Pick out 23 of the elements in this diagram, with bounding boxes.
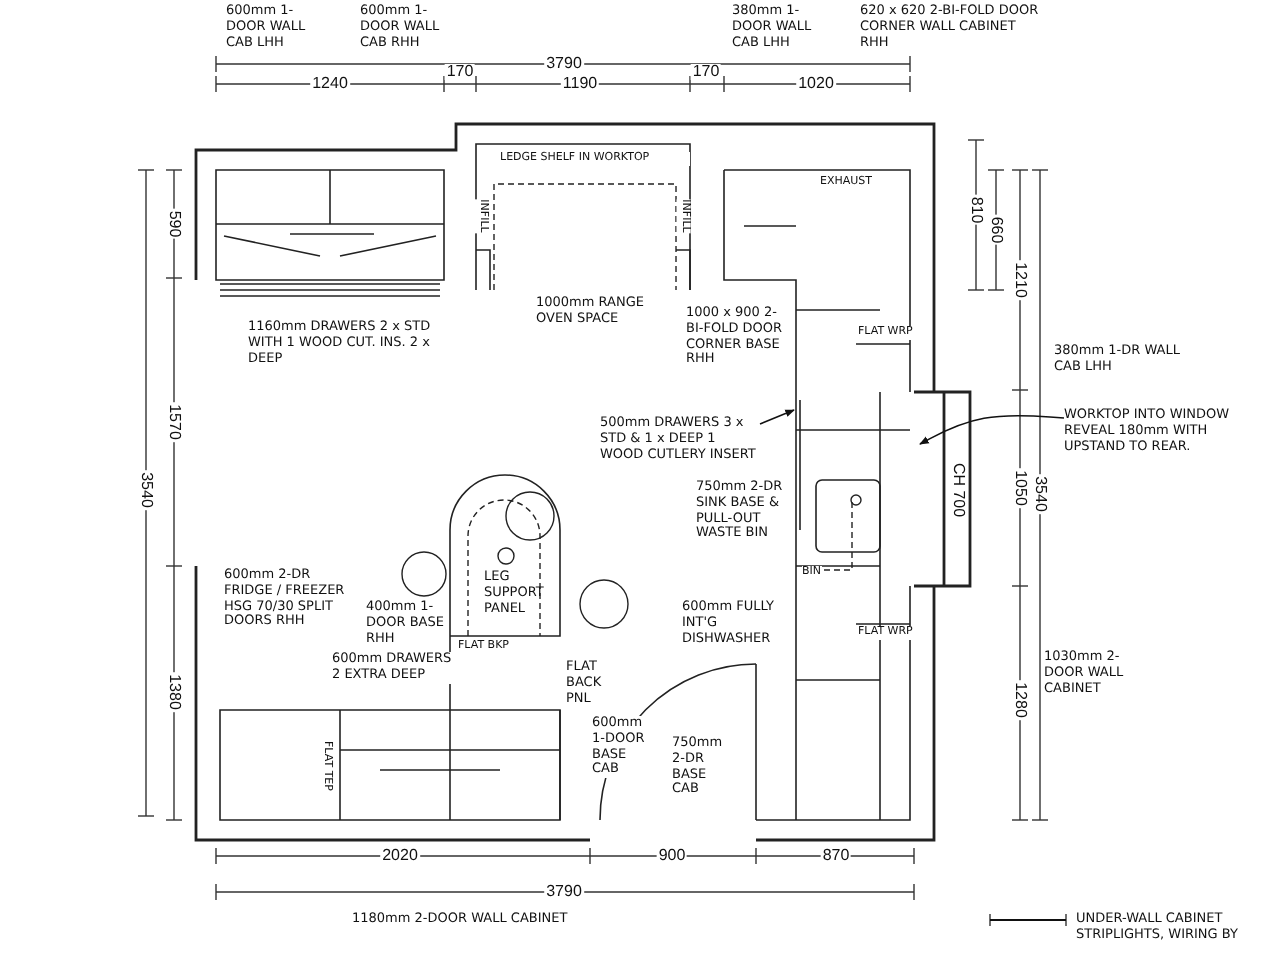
dimension-label: 1380: [166, 672, 182, 712]
dimension-label: 1210: [1012, 260, 1028, 300]
dimension-label: 3790: [544, 884, 584, 900]
dimension-label: 1190: [560, 76, 600, 92]
dimension-label: 1570: [166, 402, 182, 442]
dimension-label: 1240: [310, 76, 350, 92]
dimension-label: 590: [166, 208, 182, 240]
dimension-label: 660: [988, 214, 1004, 246]
dimension-label: 900: [656, 848, 688, 864]
dimension-label: 3540: [138, 470, 154, 510]
leader-arrow: [919, 414, 1065, 445]
dimension-label: 170: [444, 64, 476, 80]
dimension-label: 1020: [796, 76, 836, 92]
dimension-label: 870: [820, 848, 852, 864]
dimension-label: 810: [968, 194, 984, 226]
dimension-label: 170: [690, 64, 722, 80]
dimension-label: 3540: [1032, 474, 1048, 514]
leader-arrow: [759, 409, 795, 425]
dimension-label: 1280: [1012, 680, 1028, 720]
dimension-label: 2020: [380, 848, 420, 864]
dimension-label: 1050: [1012, 468, 1028, 508]
dimension-label: 3790: [544, 56, 584, 72]
dimension-label: CH 700: [950, 460, 966, 520]
